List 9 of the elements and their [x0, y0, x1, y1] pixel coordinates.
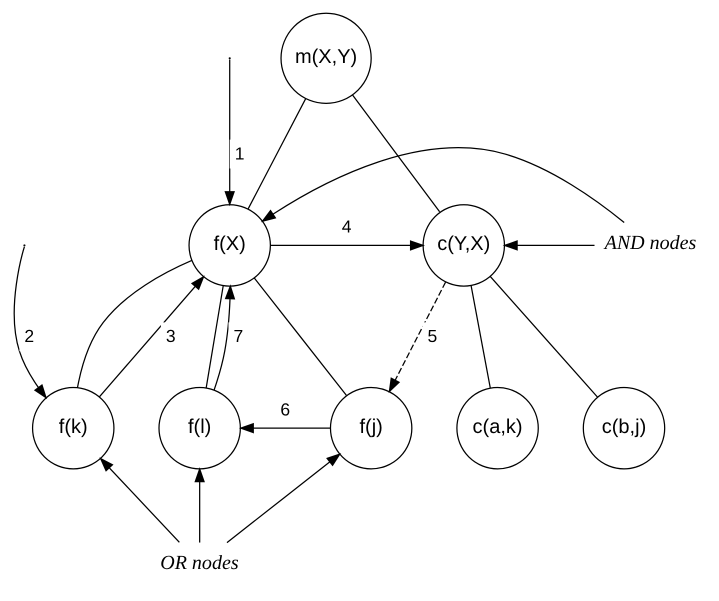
- edge-label: 1: [234, 143, 244, 164]
- edge-label: 3: [165, 326, 176, 346]
- edge-label: 5: [426, 326, 437, 346]
- edge-label: 4: [341, 216, 351, 237]
- node-text: AND nodes: [604, 232, 696, 254]
- node-text: OR nodes: [160, 552, 238, 574]
- edge-label: 2: [24, 326, 34, 346]
- edge-label: 7: [232, 326, 243, 346]
- edge-label: 6: [280, 399, 290, 420]
